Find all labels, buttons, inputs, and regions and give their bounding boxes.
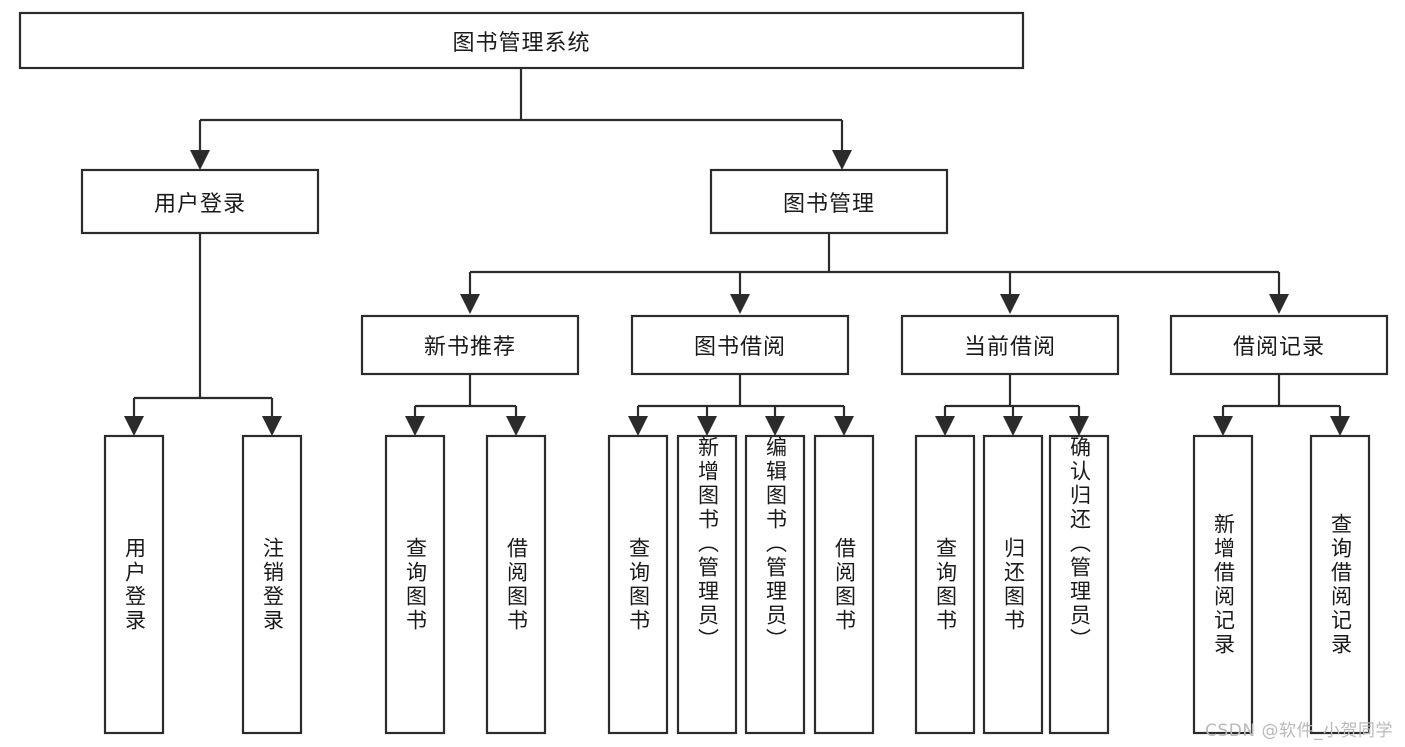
node-box-user-login[interactable]: [80, 168, 320, 235]
connector-current-borrow-to-leaves: [935, 374, 1089, 436]
connector-root-to-level2: [190, 68, 852, 170]
connector-book-borrow-to-leaves: [628, 374, 854, 436]
leaf-box-borrow-record-1[interactable]: [1309, 434, 1371, 735]
node-box-root[interactable]: [18, 11, 1025, 70]
leaf-box-new-book-0[interactable]: [384, 434, 446, 735]
leaf-box-book-borrow-0[interactable]: [607, 434, 669, 735]
leaf-box-user-login-0[interactable]: [103, 434, 165, 735]
leaf-box-book-borrow-2[interactable]: [744, 434, 806, 735]
node-box-borrow-record[interactable]: [1169, 314, 1389, 376]
connector-new-book-to-leaves: [405, 374, 526, 436]
connector-user-login-to-leaves: [124, 233, 282, 436]
node-box-book-borrow[interactable]: [630, 314, 850, 376]
leaf-box-book-borrow-1[interactable]: [676, 434, 738, 735]
leaf-box-current-borrow-0[interactable]: [914, 434, 976, 735]
node-box-new-book-recommend[interactable]: [360, 314, 580, 376]
connector-borrow-record-to-leaves: [1213, 374, 1350, 436]
connector-book-mgmt-to-level3: [460, 233, 1289, 314]
watermark-text: CSDN @软件_小贺同学: [1205, 721, 1393, 741]
leaf-box-user-login-1[interactable]: [241, 434, 303, 735]
leaf-box-current-borrow-2[interactable]: [1048, 434, 1110, 735]
leaf-box-book-borrow-3[interactable]: [813, 434, 875, 735]
node-box-book-management[interactable]: [709, 168, 949, 235]
leaf-box-borrow-record-0[interactable]: [1192, 434, 1254, 735]
leaf-box-current-borrow-1[interactable]: [982, 434, 1044, 735]
leaf-box-new-book-1[interactable]: [485, 434, 547, 735]
node-box-current-borrow[interactable]: [900, 314, 1120, 376]
